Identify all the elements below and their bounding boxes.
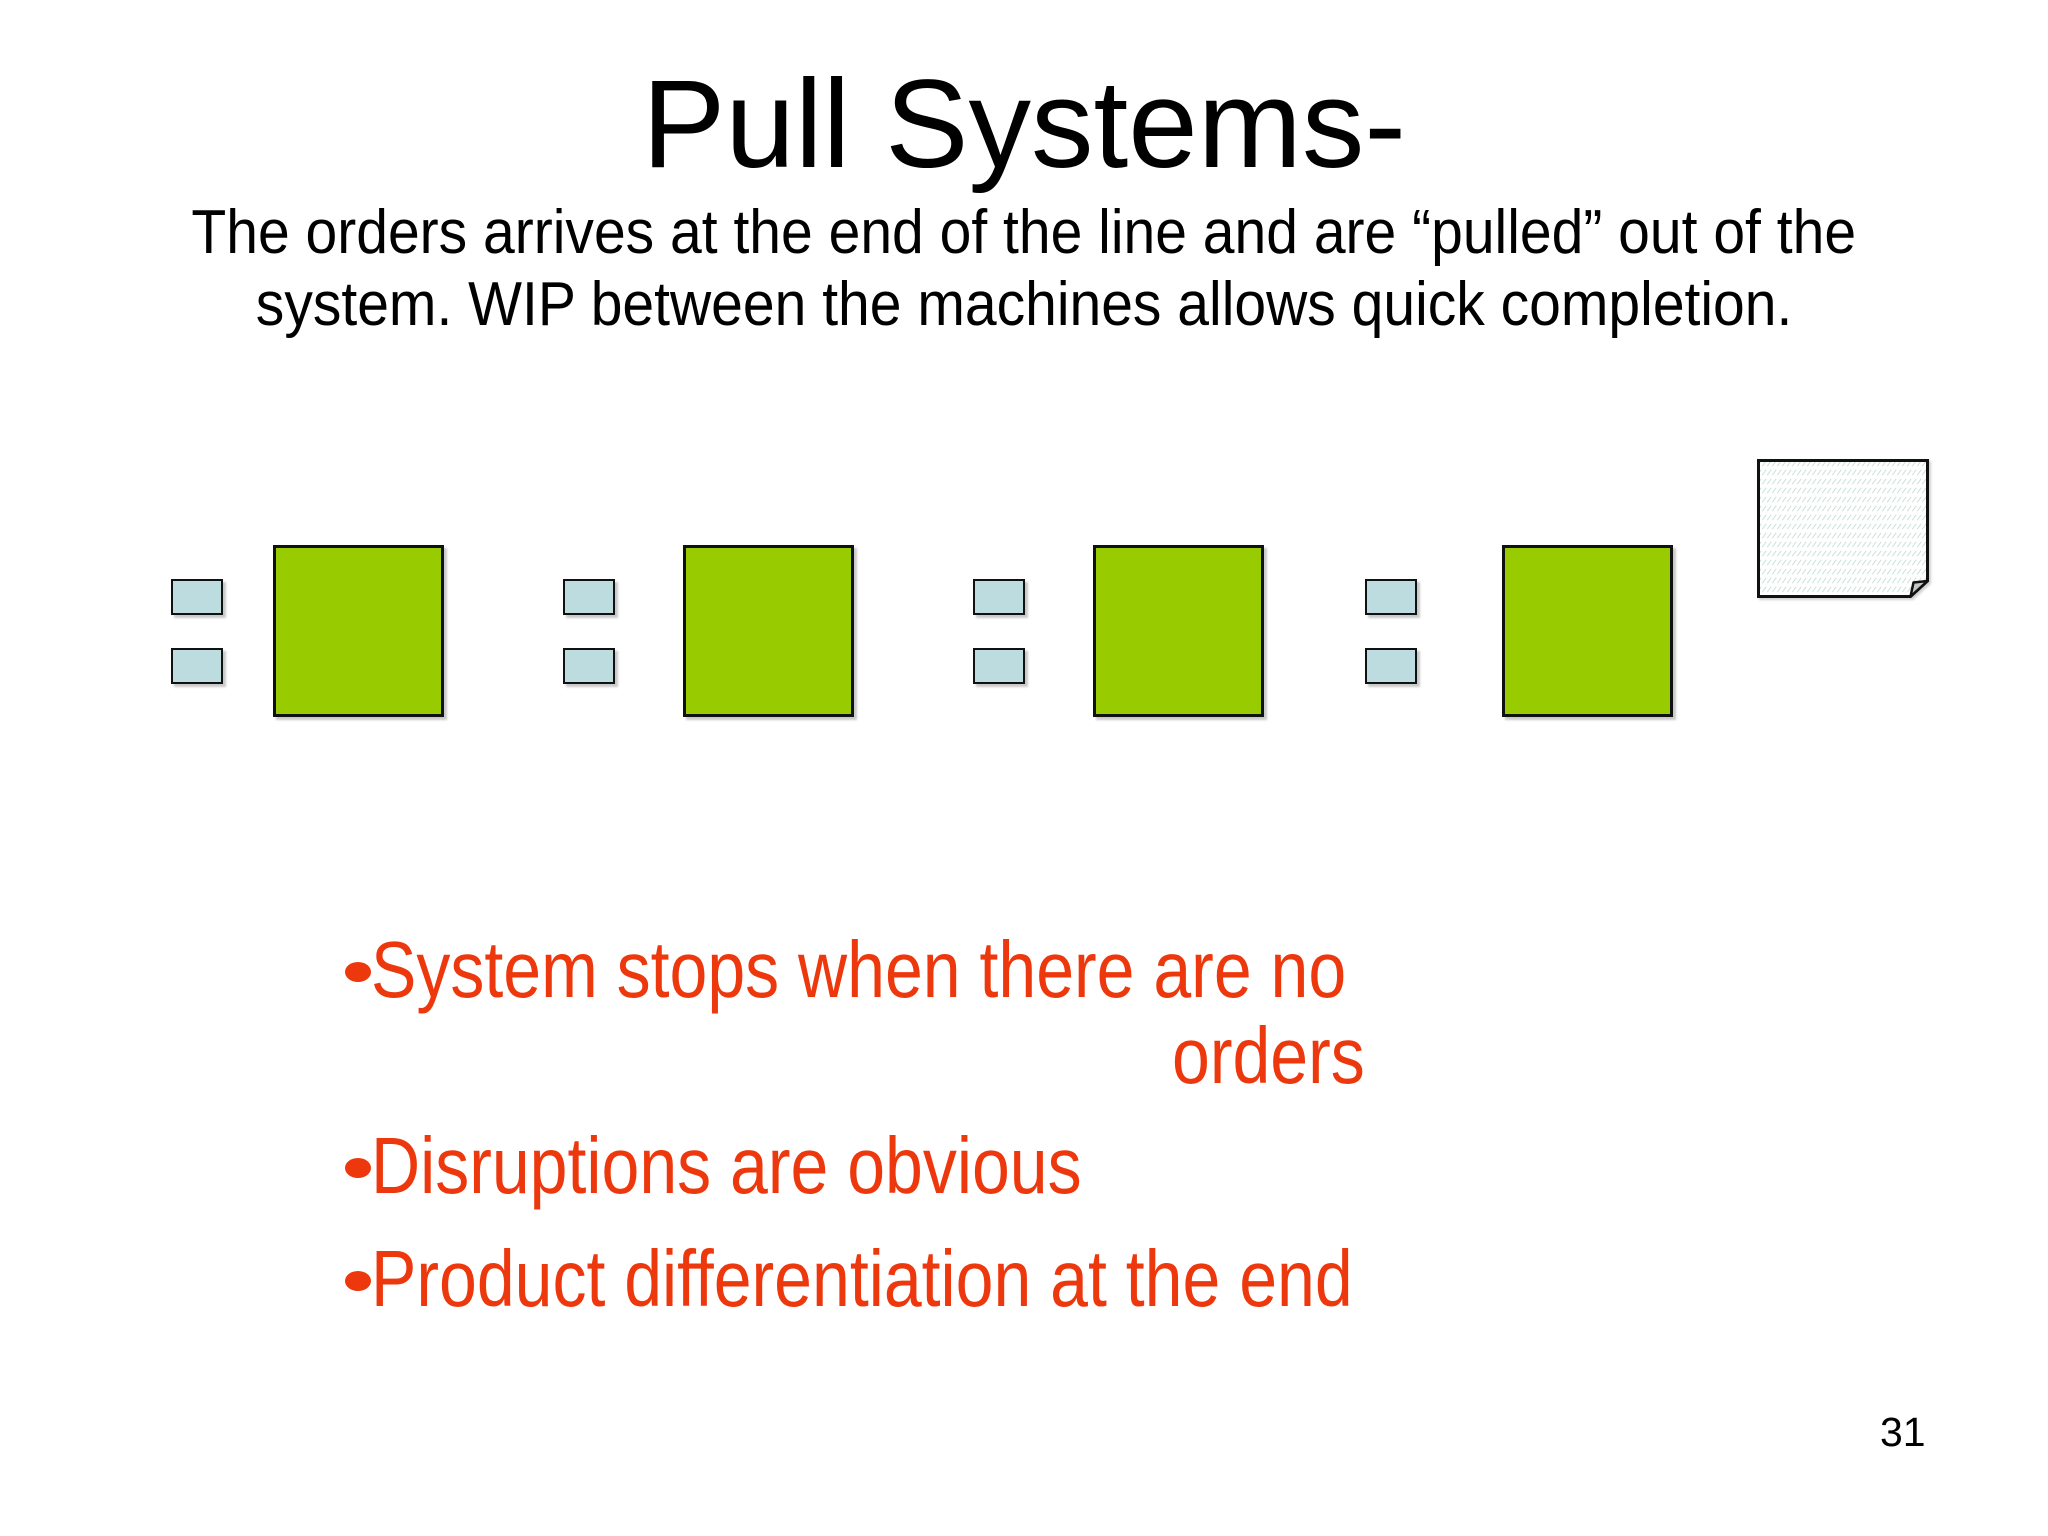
bullet-2-line: Disruptions are obvious: [371, 1123, 1365, 1209]
wip-item: [1365, 579, 1417, 615]
bullet-dot-icon: [345, 962, 371, 982]
bullet-dot-icon: [345, 1158, 371, 1178]
bullet-item-1: System stops when there are no orders: [345, 927, 1365, 1099]
subtitle-line-2-text: system. WIP between the machines allows …: [255, 270, 1793, 339]
machine-square: [683, 545, 854, 717]
slide-title: Pull Systems-: [641, 55, 1407, 194]
bullet-dot-icon: [345, 1271, 371, 1291]
bullet-1-line-2-text: orders: [1172, 1011, 1365, 1100]
order-document-icon: [1757, 459, 1929, 598]
wip-item: [563, 579, 615, 615]
wip-item: [171, 579, 223, 615]
bullet-1-line-2: orders: [371, 1013, 1365, 1099]
subtitle-line: system. WIP between the machines allows …: [0, 269, 2048, 341]
bullet-3-text: Product differentiation at the end: [371, 1234, 1353, 1323]
subtitle-line: The orders arrives at the end of the lin…: [0, 197, 2048, 269]
machine-square: [273, 545, 444, 717]
bullet-1-line-1: System stops when there are no: [371, 927, 1365, 1013]
wip-item: [973, 579, 1025, 615]
machine-square: [1093, 545, 1264, 717]
bullet-item-3: Product differentiation at the end: [345, 1236, 1365, 1322]
wip-item: [171, 648, 223, 684]
page-number: 31: [1880, 1409, 1926, 1455]
wip-item: [1365, 648, 1417, 684]
subtitle-line-1-text: The orders arrives at the end of the lin…: [191, 198, 1857, 267]
bullet-3-line: Product differentiation at the end: [371, 1236, 1365, 1322]
wip-item: [563, 648, 615, 684]
slide-subtitle: The orders arrives at the end of the lin…: [0, 197, 2048, 341]
bullet-2-text: Disruptions are obvious: [371, 1121, 1082, 1210]
bullet-1-line-1-text: System stops when there are no: [371, 925, 1347, 1014]
machine-square: [1502, 545, 1673, 717]
wip-item: [973, 648, 1025, 684]
bullet-item-2: Disruptions are obvious: [345, 1123, 1365, 1209]
